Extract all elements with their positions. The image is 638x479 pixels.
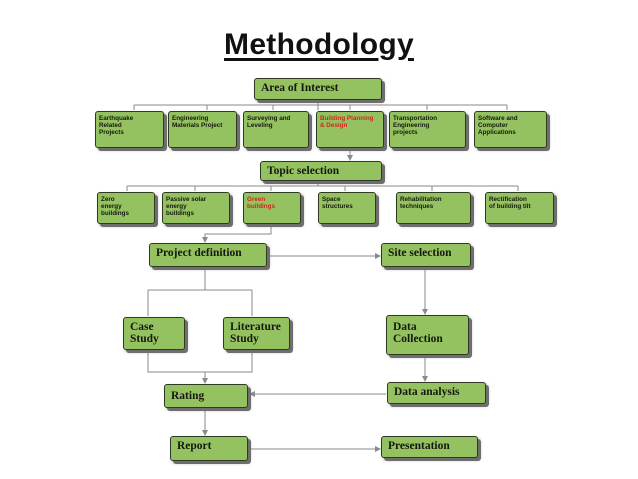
- data-collection-box: Data Collection: [386, 315, 469, 355]
- area-item-engineering-materials: Engineering Materials Project: [168, 111, 237, 148]
- topic-item-rehabilitation: Rehabilitation techniques: [396, 192, 471, 224]
- area-item-transportation: Transportation Engineering projects: [389, 111, 466, 148]
- topic-item-zero-energy: Zero energy buildings: [97, 192, 155, 224]
- data-analysis-box: Data analysis: [387, 382, 486, 404]
- topic-item-space-structures: Space structures: [318, 192, 376, 224]
- report-box: Report: [170, 436, 248, 461]
- area-item-building-planning: Building Planning & Design: [316, 111, 384, 148]
- presentation-box: Presentation: [381, 436, 478, 458]
- area-of-interest-box: Area of Interest: [254, 78, 382, 100]
- topic-item-green-buildings: Green buildings: [243, 192, 301, 224]
- page-title: Methodology: [224, 28, 414, 61]
- project-definition-box: Project definition: [149, 243, 267, 267]
- topic-item-rectification: Rectification of building tilt: [485, 192, 554, 224]
- area-item-earthquake: Earthquake Related Projects: [95, 111, 164, 148]
- case-study-box: Case Study: [123, 317, 185, 350]
- literature-study-box: Literature Study: [223, 317, 290, 350]
- topic-item-passive-solar: Passive solar energy buildings: [162, 192, 230, 224]
- topic-selection-box: Topic selection: [260, 161, 382, 181]
- site-selection-box: Site selection: [381, 243, 471, 267]
- area-item-software: Software and Computer Applications: [474, 111, 547, 148]
- rating-box: Rating: [164, 384, 248, 408]
- area-item-surveying: Surveying and Leveling: [243, 111, 309, 148]
